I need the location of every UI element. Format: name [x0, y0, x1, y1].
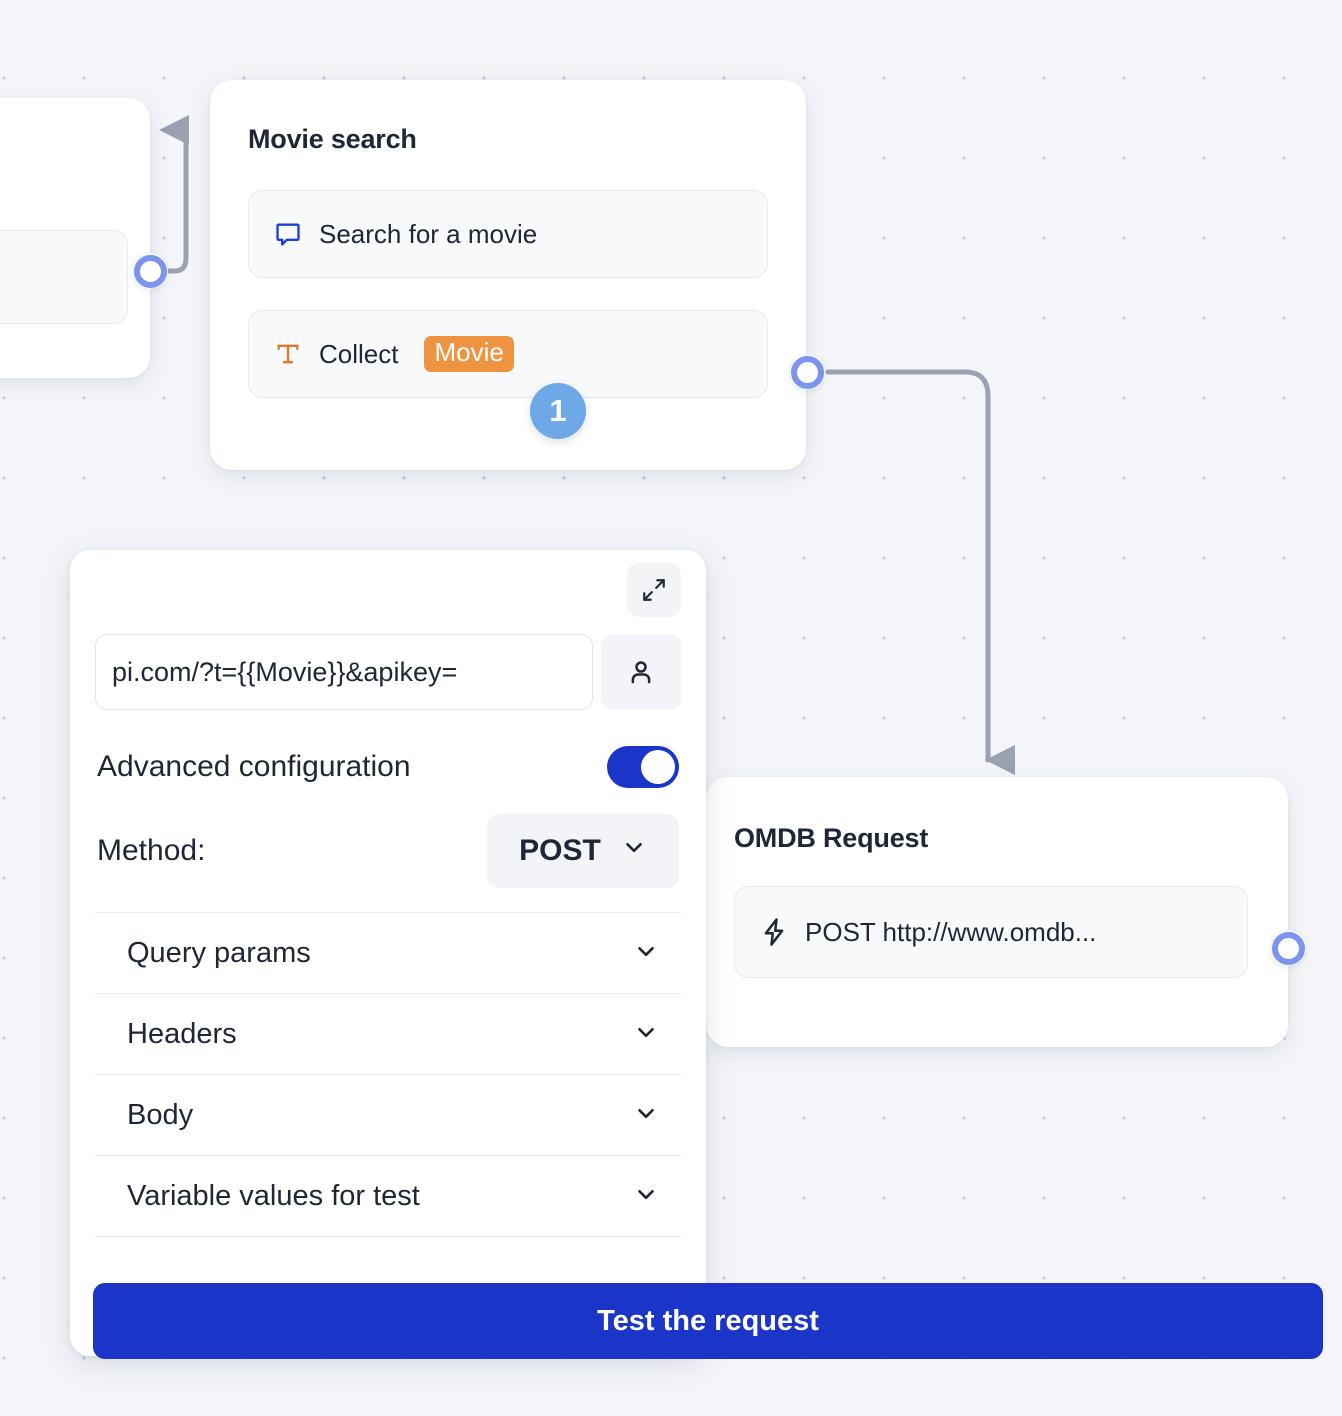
expand-diagonal-icon[interactable] [627, 563, 681, 617]
port-movie-search-output[interactable] [789, 354, 825, 390]
accordion-label: Headers [127, 1017, 237, 1050]
node-omdb-request-title: OMDB Request [734, 823, 929, 853]
partially-visible-node-row [0, 230, 128, 324]
chevron-down-icon [633, 938, 659, 969]
partially-visible-node[interactable] [0, 98, 150, 378]
accordion-item-variable-values-for-test[interactable]: Variable values for test [95, 1155, 681, 1236]
accordion-label: Query params [127, 936, 311, 969]
user-icon[interactable] [601, 634, 681, 710]
node-omdb-request[interactable]: OMDB Request POST http://www.omdb... [706, 777, 1288, 1047]
method-label: Method: [97, 834, 206, 867]
request-accordion: Query params Headers Body [95, 912, 681, 1237]
variable-chip-movie[interactable]: Movie [424, 336, 514, 372]
method-row: Method: POST [95, 814, 681, 888]
node-row-label: Search for a movie [319, 218, 538, 249]
advanced-configuration-toggle[interactable] [607, 746, 679, 788]
chevron-down-icon [633, 1019, 659, 1050]
advanced-configuration-label: Advanced configuration [97, 750, 411, 783]
node-row-collect-movie[interactable]: Collect Movie [248, 310, 768, 398]
chevron-down-icon [633, 1100, 659, 1131]
accordion-item-headers[interactable]: Headers [95, 993, 681, 1074]
accordion-item-body[interactable]: Body [95, 1074, 681, 1155]
node-row-label: Collect [319, 338, 399, 369]
node-movie-search-title: Movie search [248, 124, 417, 154]
port-omdb-request-output[interactable] [1270, 930, 1306, 966]
test-the-request-button[interactable]: Test the request [93, 1283, 1323, 1359]
request-config-panel: Advanced configuration Method: POST Quer… [70, 550, 706, 1356]
node-row-search-for-a-movie[interactable]: Search for a movie [248, 190, 768, 278]
accordion-label: Variable values for test [127, 1179, 420, 1212]
node-movie-search[interactable]: Movie search Search for a movie Collect … [210, 80, 806, 470]
chevron-down-icon [621, 834, 647, 868]
port-left-node-output[interactable] [132, 253, 168, 289]
method-value: POST [519, 834, 601, 867]
step-badge-1: 1 [530, 383, 586, 439]
node-row-post-omdb[interactable]: POST http://www.omdb... [734, 886, 1248, 978]
node-row-label: POST http://www.omdb... [805, 916, 1097, 947]
accordion-bottom-divider [95, 1236, 681, 1237]
advanced-configuration-row: Advanced configuration [95, 746, 681, 788]
request-url-input[interactable] [95, 634, 593, 710]
method-select[interactable]: POST [487, 814, 679, 888]
message-bubble-icon [273, 220, 303, 248]
chevron-down-icon [633, 1181, 659, 1212]
accordion-item-query-params[interactable]: Query params [95, 912, 681, 993]
text-type-icon [273, 340, 303, 368]
accordion-label: Body [127, 1098, 194, 1131]
lightning-bolt-icon [759, 917, 789, 947]
request-url-row [95, 634, 681, 710]
